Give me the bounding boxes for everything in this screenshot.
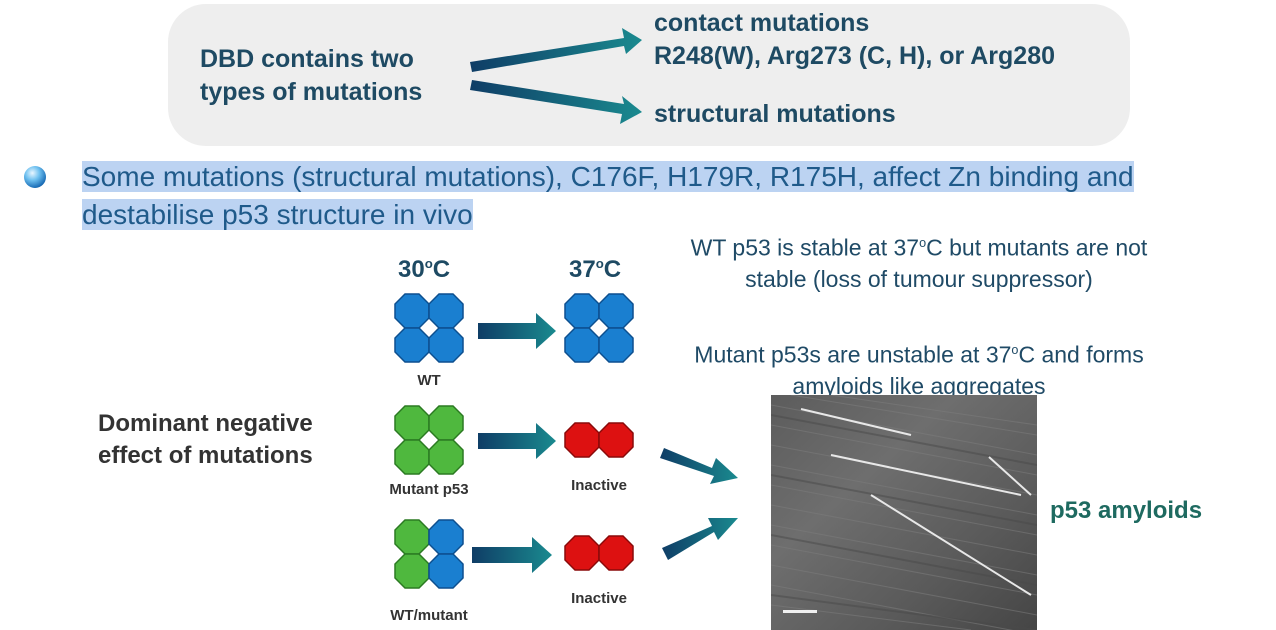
wt-mutant-tetramer-30c <box>394 519 464 589</box>
p53-amyloids-label: p53 amyloids <box>1050 497 1203 524</box>
stability-caption: WT p53 is stable at 37oC but mutants are… <box>690 228 1148 295</box>
green-octagon-icon <box>428 405 464 441</box>
mutant-tetramer-30c <box>394 405 464 475</box>
green-octagon-icon <box>428 439 464 475</box>
blue-octagon-icon <box>394 293 430 329</box>
red-octagon-icon <box>564 535 600 571</box>
blue-octagon-icon <box>428 327 464 363</box>
blue-octagon-icon <box>564 327 600 363</box>
wt-mutant-label: WT/mutant <box>390 607 468 624</box>
inactive-dimer-2 <box>564 535 634 571</box>
dbd-title: DBD contains two types of mutations <box>200 43 490 109</box>
amyloid-micrograph <box>771 395 1037 630</box>
micrograph-texture <box>771 395 1037 630</box>
arrow-right-icon <box>478 423 556 459</box>
green-octagon-icon <box>394 405 430 441</box>
highlighted-bullet-text: Some mutations (structural mutations), C… <box>82 161 1134 230</box>
dominant-negative-line-1: Dominant negative <box>98 410 313 437</box>
blue-octagon-icon <box>428 519 464 555</box>
dominant-negative-text: Dominant negative effect of mutations <box>98 408 358 472</box>
red-octagon-icon <box>598 422 634 458</box>
blue-octagon-icon <box>598 327 634 363</box>
blue-octagon-icon <box>598 293 634 329</box>
arrow-right-icon <box>470 28 642 72</box>
contact-mutations-heading: contact mutations <box>654 9 870 37</box>
green-octagon-icon <box>394 439 430 475</box>
contact-mutations-examples: R248(W), Arg273 (C, H), or Arg280 <box>654 42 1056 70</box>
inactive-dimer-1 <box>564 422 634 458</box>
blue-octagon-icon <box>394 327 430 363</box>
scale-bar <box>783 610 817 613</box>
summary-box <box>168 4 1130 146</box>
temperature-37c-heading: 37oC <box>569 256 622 283</box>
amyloid-fibrils <box>800 408 1032 596</box>
mutant-p53-label: Mutant p53 <box>389 481 469 498</box>
red-octagon-icon <box>598 535 634 571</box>
dominant-negative-line-2: effect of mutations <box>98 442 313 469</box>
green-octagon-icon <box>394 553 430 589</box>
degree-superscript: o <box>1011 343 1019 357</box>
amyloid-caption-part-1: Mutant p53s are unstable at 37 <box>694 341 1012 368</box>
arrow-right-icon <box>478 313 556 349</box>
arrow-right-icon <box>470 80 642 124</box>
bullet-sphere-icon <box>24 166 46 188</box>
arrow-right-icon <box>472 537 552 573</box>
bullet-text: Some mutations (structural mutations), C… <box>82 158 1242 234</box>
amyloid-caption: Mutant p53s are unstable at 37oC and for… <box>690 335 1148 402</box>
blue-octagon-icon <box>428 293 464 329</box>
dbd-title-line-2: types of mutations <box>200 78 423 106</box>
inactive-label-1: Inactive <box>571 477 627 494</box>
contact-mutations-text: contact mutations R248(W), Arg273 (C, H)… <box>654 7 1055 73</box>
stability-caption-part-2: C but mutants are not stable (loss of tu… <box>745 234 1148 292</box>
blue-octagon-icon <box>564 293 600 329</box>
blue-octagon-icon <box>428 553 464 589</box>
green-octagon-icon <box>394 519 430 555</box>
wt-tetramer-30c <box>394 293 464 363</box>
wt-tetramer-37c <box>564 293 634 363</box>
arrow-right-icon <box>662 518 738 560</box>
amyloid-caption-part-2: C and forms amyloids like aggregates <box>792 341 1144 399</box>
red-octagon-icon <box>564 422 600 458</box>
arrow-right-icon <box>660 448 738 484</box>
dbd-title-line-1: DBD contains two <box>200 45 414 73</box>
degree-superscript: o <box>919 236 927 250</box>
wt-label: WT <box>417 372 441 389</box>
structural-mutations-text: structural mutations <box>654 100 896 128</box>
stability-caption-part-1: WT p53 is stable at 37 <box>690 234 920 261</box>
temperature-30c-heading: 30oC <box>398 256 451 283</box>
inactive-label-2: Inactive <box>571 590 627 607</box>
